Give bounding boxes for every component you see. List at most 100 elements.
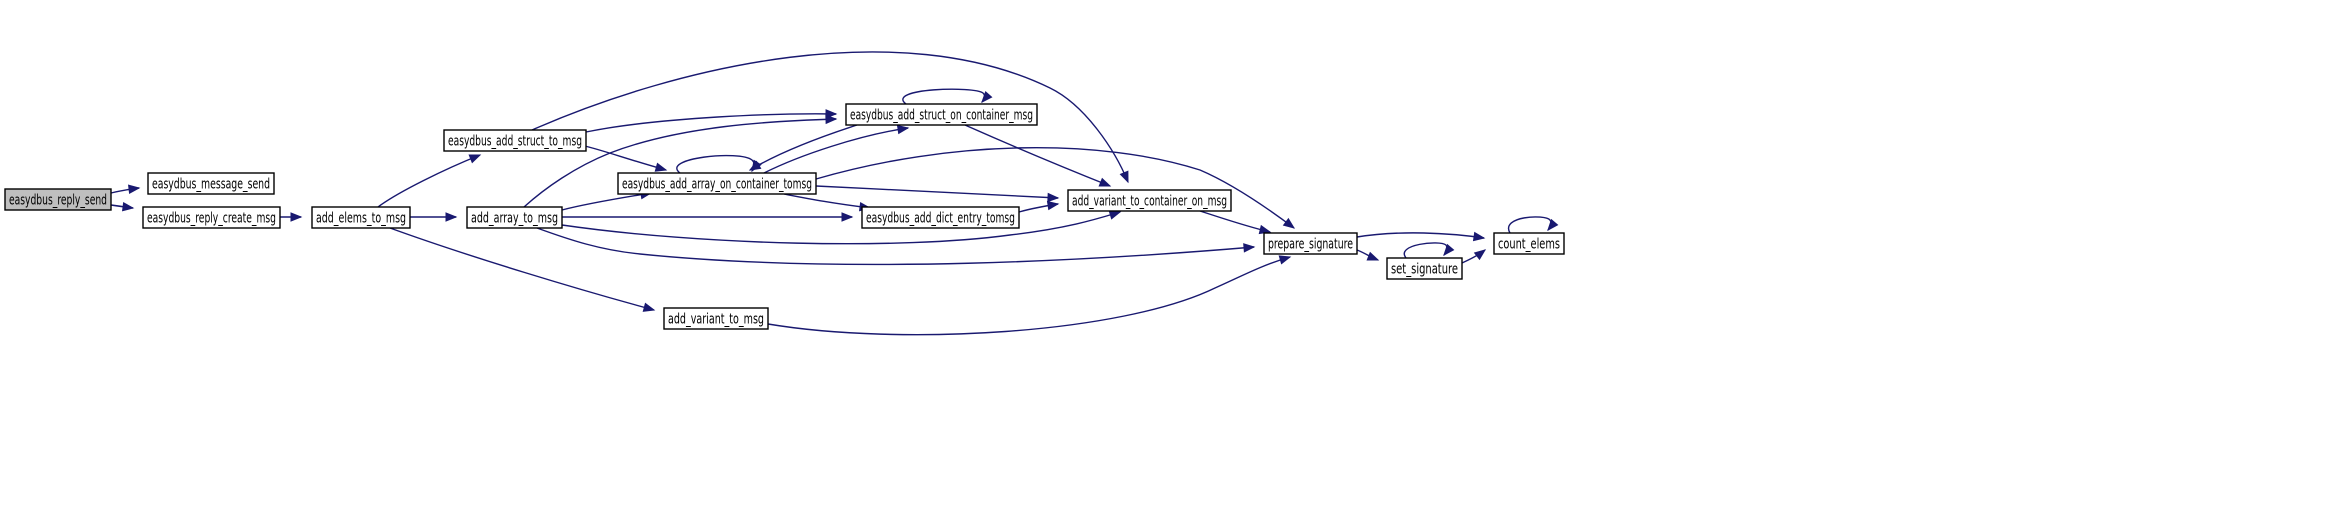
edge-line [815, 147, 1295, 229]
node-box [1067, 189, 1232, 212]
edge-add-array-to-msg-to-prepare-signature [536, 227, 1256, 266]
node-label: set_signature [1391, 262, 1458, 278]
node-label: prepare_signature [1268, 237, 1353, 253]
edge-arrowhead [1473, 249, 1487, 261]
edge-line [561, 192, 652, 211]
edge-line [536, 227, 1255, 266]
edge-arrowhead [642, 302, 656, 312]
node-add-struct-to-msg[interactable]: easydbus_add_struct_to_msg [443, 129, 587, 152]
edge-add-struct-on-container-msg-to-add-array-on-container-tomsg [748, 124, 858, 171]
edge-arrowhead [1119, 170, 1129, 184]
edge-line [1199, 210, 1271, 233]
edge-line [1507, 216, 1552, 234]
edge-line [561, 211, 1121, 245]
edge-line [1403, 242, 1448, 259]
node-label: add_array_to_msg [471, 211, 558, 227]
edge-arrowhead [121, 201, 135, 212]
edge-line [767, 256, 1291, 336]
edge-arrowhead [1243, 243, 1256, 253]
node-box [142, 206, 281, 229]
node-reply-send[interactable]: easydbus_reply_send [4, 188, 112, 211]
nodes-layer: easydbus_reply_send easydbus_message_send… [4, 103, 1565, 330]
node-label: easydbus_add_array_on_container_tomsg [622, 177, 812, 193]
edge-add-elems-to-msg-to-add-array-to-msg [410, 212, 458, 222]
node-label: easydbus_add_struct_on_container_msg [850, 108, 1033, 124]
edge-arrowhead [1098, 177, 1112, 187]
edge-set-signature-to-count-elems [1461, 249, 1487, 264]
edge-add-dict-entry-tomsg-to-add-variant-to-container-on-msg [1018, 200, 1060, 213]
node-box [1263, 232, 1358, 255]
edge-add-array-on-container-tomsg-to-prepare-signature [815, 147, 1296, 229]
edge-line [783, 193, 871, 209]
node-add-elems-to-msg[interactable]: add_elems_to_msg [311, 206, 411, 229]
edge-line [676, 154, 755, 174]
node-count-elems[interactable]: count_elems [1493, 232, 1565, 255]
edge-line [584, 145, 667, 171]
edge-add-elems-to-msg-to-add-struct-to-msg [377, 154, 482, 208]
node-label: easydbus_add_dict_entry_tomsg [866, 211, 1015, 227]
node-label: easydbus_reply_create_msg [147, 211, 276, 227]
edge-arrowhead [128, 184, 141, 194]
edge-add-elems-to-msg-to-add-variant-to-msg [389, 227, 656, 312]
node-label: count_elems [1498, 237, 1560, 253]
node-box [617, 172, 817, 195]
node-box [443, 129, 587, 152]
node-box [466, 206, 563, 229]
node-add-dict-entry-tomsg[interactable]: easydbus_add_dict_entry_tomsg [861, 206, 1020, 229]
edge-count-elems-to-count-elems [1507, 216, 1559, 234]
edge-arrowhead [1108, 210, 1122, 220]
edge-arrowhead [1547, 218, 1559, 232]
node-label: easydbus_message_send [152, 177, 270, 193]
node-set-signature[interactable]: set_signature [1386, 257, 1463, 280]
edge-add-array-on-container-tomsg-to-add-array-on-container-tomsg [676, 154, 762, 174]
edge-arrowhead [825, 114, 838, 125]
node-box [1386, 257, 1463, 280]
edge-line [964, 124, 1111, 187]
edge-line [585, 113, 837, 133]
edge-reply-send-to-reply-create-msg [110, 201, 135, 212]
edge-arrowhead [841, 212, 854, 222]
edge-arrowhead [1046, 200, 1060, 211]
edge-add-array-on-container-tomsg-to-add-variant-to-container-on-msg [815, 185, 1060, 203]
edge-add-array-on-container-tomsg-to-add-dict-entry-tomsg [783, 193, 872, 212]
edge-arrowhead [654, 162, 668, 172]
node-label: add_elems_to_msg [316, 211, 406, 227]
edge-line [389, 227, 655, 311]
node-add-variant-to-msg[interactable]: add_variant_to_msg [663, 307, 769, 330]
edge-add-struct-on-container-msg-to-add-struct-on-container-msg [902, 88, 993, 105]
node-box [4, 188, 112, 211]
edge-arrowhead [1282, 217, 1296, 229]
edge-add-array-to-msg-to-add-dict-entry-tomsg [562, 212, 854, 222]
edge-add-struct-on-container-msg-to-add-variant-to-container-on-msg [964, 124, 1112, 187]
node-reply-create-msg[interactable]: easydbus_reply_create_msg [142, 206, 281, 229]
node-box [1493, 232, 1565, 255]
node-message-send[interactable]: easydbus_message_send [147, 172, 275, 195]
edge-arrowhead [290, 212, 303, 222]
edge-line [377, 154, 481, 208]
edge-add-struct-to-msg-to-add-array-on-container-tomsg [584, 145, 668, 172]
edge-arrowhead [1278, 255, 1292, 265]
node-box [147, 172, 275, 195]
edge-add-array-on-container-tomsg-to-add-struct-on-container-msg [763, 124, 910, 174]
edge-prepare-signature-to-count-elems [1356, 231, 1486, 242]
edge-arrowhead [981, 90, 993, 104]
node-add-array-to-msg[interactable]: add_array_to_msg [466, 206, 563, 229]
edge-line [749, 124, 858, 171]
edge-prepare-signature-to-set-signature [1356, 249, 1380, 261]
node-add-struct-on-container-msg[interactable]: easydbus_add_struct_on_container_msg [845, 103, 1038, 126]
node-add-variant-to-container-on-msg[interactable]: add_variant_to_container_on_msg [1067, 189, 1232, 212]
edge-add-array-to-msg-to-add-struct-on-container-msg [523, 114, 838, 208]
node-prepare-signature[interactable]: prepare_signature [1263, 232, 1358, 255]
node-box [311, 206, 411, 229]
edge-reply-create-msg-to-add-elems-to-msg [280, 212, 303, 222]
node-label: add_variant_to_msg [668, 312, 764, 328]
edge-line [815, 185, 1059, 199]
edge-add-array-to-msg-to-add-variant-to-container-on-msg [561, 210, 1122, 245]
edge-add-struct-to-msg-to-add-variant-to-container-on-msg [531, 51, 1129, 184]
edge-arrowhead [1047, 192, 1060, 203]
edge-arrowhead [445, 212, 458, 222]
edge-line [523, 118, 837, 208]
edges-layer [110, 51, 1559, 336]
node-add-array-on-container-tomsg[interactable]: easydbus_add_array_on_container_tomsg [617, 172, 817, 195]
